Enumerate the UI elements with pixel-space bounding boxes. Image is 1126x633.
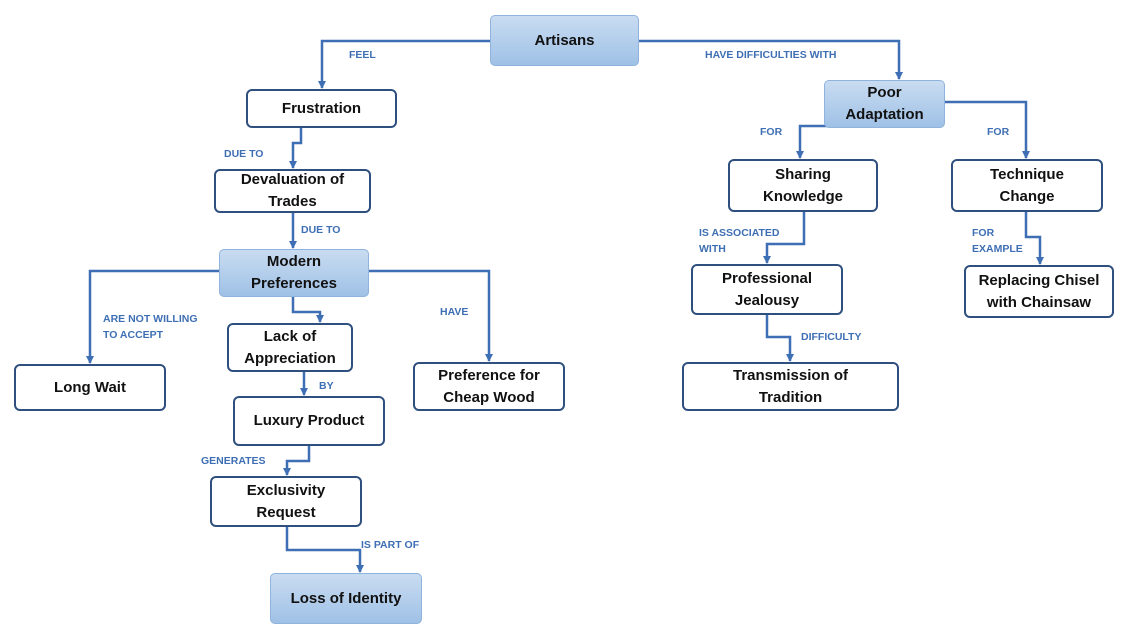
edge-artisans-frustration <box>318 39 490 89</box>
edge-label-for-left: FOR <box>760 126 783 138</box>
edge-modern-lack <box>291 297 324 323</box>
node-long-wait[interactable]: Long Wait <box>14 364 166 411</box>
edge-frustration-devaluation <box>289 128 303 169</box>
edge-modern-long-wait <box>86 269 220 364</box>
edge-sharing-jealousy <box>763 212 806 264</box>
edge-artisans-poor-adaptation <box>639 39 903 80</box>
edge-label-difficulty: DIFFICULTY <box>801 331 862 343</box>
node-lack-of-appreciation[interactable]: Lack of Appreciation <box>227 323 353 372</box>
edge-label-is-associated-with: IS ASSOCIATED WITH <box>699 227 780 255</box>
edge-label-are-not-willing-to-accept: ARE NOT WILLING TO ACCEPT <box>103 313 198 341</box>
edge-label-due-to-2: DUE TO <box>301 224 341 236</box>
edge-label-have: HAVE <box>440 306 469 318</box>
node-transmission-of-tradition[interactable]: Transmission of Tradition <box>682 362 899 411</box>
node-frustration[interactable]: Frustration <box>246 89 397 128</box>
edge-modern-cheap-wood <box>368 269 493 362</box>
node-devaluation-of-trades[interactable]: Devaluation of Trades <box>214 169 371 213</box>
node-replacing-chisel-with-chainsaw[interactable]: Replacing Chisel with Chainsaw <box>964 265 1114 318</box>
node-loss-of-identity[interactable]: Loss of Identity <box>270 573 422 624</box>
edge-label-due-to-1: DUE TO <box>224 148 264 160</box>
edge-label-for-example: FOR EXAMPLE <box>972 227 1023 255</box>
edge-label-by: BY <box>319 380 334 392</box>
node-luxury-product[interactable]: Luxury Product <box>233 396 385 446</box>
edge-luxury-exclusivity <box>283 446 311 476</box>
edge-label-generates: GENERATES <box>201 455 266 467</box>
edge-label-have-difficulties-with: HAVE DIFFICULTIES WITH <box>705 49 837 61</box>
node-preference-for-cheap-wood[interactable]: Preference for Cheap Wood <box>413 362 565 411</box>
node-modern-preferences[interactable]: Modern Preferences <box>219 249 369 297</box>
edge-exclusivity-loss <box>285 527 364 573</box>
node-sharing-knowledge[interactable]: Sharing Knowledge <box>728 159 878 212</box>
node-poor-adaptation[interactable]: Poor Adaptation <box>824 80 945 128</box>
node-artisans[interactable]: Artisans <box>490 15 639 66</box>
edge-poor-technique <box>945 100 1030 159</box>
node-exclusivity-request[interactable]: Exclusivity Request <box>210 476 362 527</box>
edge-label-feel: FEEL <box>349 49 376 61</box>
edge-jealousy-transmission <box>765 315 794 362</box>
node-professional-jealousy[interactable]: Professional Jealousy <box>691 264 843 315</box>
node-technique-change[interactable]: Technique Change <box>951 159 1103 212</box>
edge-technique-chisel <box>1024 212 1044 265</box>
edge-label-for-right: FOR <box>987 126 1010 138</box>
edge-label-is-part-of: IS PART OF <box>361 539 420 551</box>
